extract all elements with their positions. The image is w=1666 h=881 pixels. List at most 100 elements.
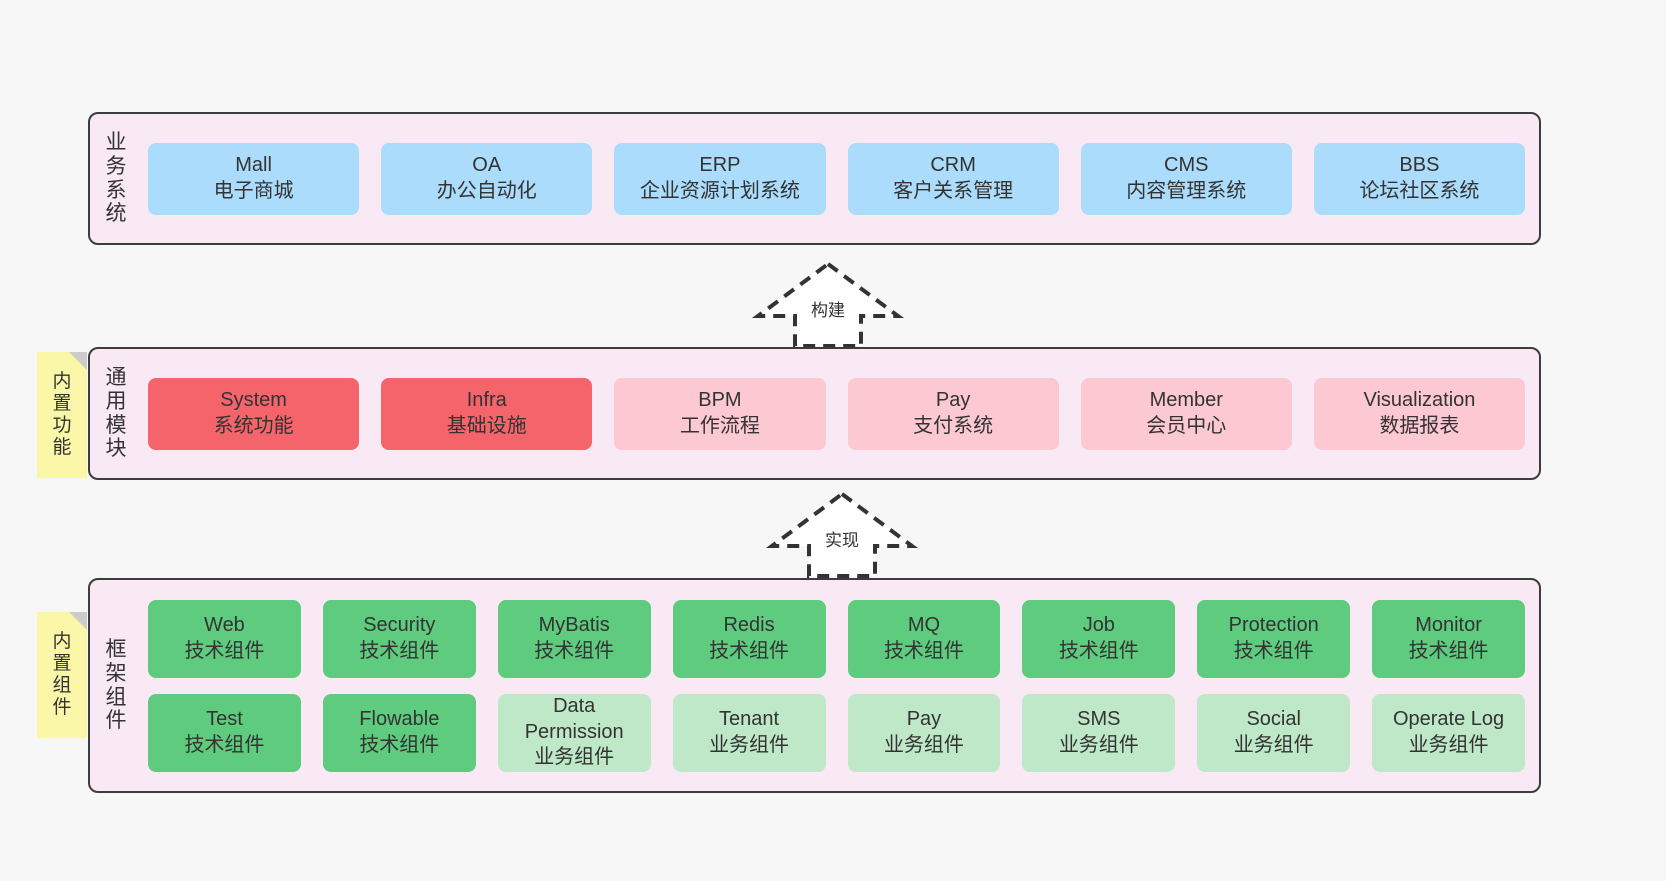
card-oa[interactable]: OA 办公自动化 (381, 142, 593, 215)
card-mq[interactable]: MQ 技术组件 (847, 599, 1001, 678)
card-desc: 数据报表 (1379, 414, 1460, 437)
card-mall[interactable]: Mall 电子商城 (148, 142, 360, 215)
card-name: Social (1246, 707, 1301, 730)
business-card-row: Mall 电子商城 OA 办公自动化 ERP 企业资源计划系统 CRM 客户关系… (148, 142, 1526, 215)
card-name: Pay (935, 388, 971, 411)
card-desc: 客户关系管理 (893, 179, 1014, 202)
common-card-row: System 系统功能 Infra 基础设施 BPM 工作流程 Pay 支付系统… (148, 377, 1526, 450)
note-char: 组 (52, 675, 72, 696)
card-name: CMS (1164, 153, 1209, 176)
note-builtin-features: 内 置 功 能 (37, 352, 87, 478)
card-name: Pay (906, 707, 942, 730)
card-tenant[interactable]: Tenant 业务组件 (672, 693, 826, 772)
framework-biz-row: Test 技术组件 Flowable 技术组件 Data Permission … (148, 693, 1525, 772)
layer-framework-body: Web 技术组件 Security 技术组件 MyBatis 技术组件 Redi… (142, 580, 1539, 791)
card-desc: 业务组件 (1233, 733, 1314, 756)
layer-title-char: 业 (105, 131, 127, 155)
layer-title-char: 组 (105, 685, 127, 709)
card-desc: 会员中心 (1146, 414, 1227, 437)
card-name: Operate Log (1392, 707, 1505, 730)
card-desc: 技术组件 (883, 639, 964, 662)
note-fold-corner-icon (69, 352, 87, 370)
card-visualization[interactable]: Visualization 数据报表 (1313, 377, 1526, 450)
card-name: Data Permission (524, 695, 624, 743)
card-pay-module[interactable]: Pay 支付系统 (847, 377, 1059, 450)
card-data-permission[interactable]: Data Permission 业务组件 (497, 693, 651, 772)
card-name: Web (204, 613, 245, 636)
card-job[interactable]: Job 技术组件 (1022, 599, 1176, 678)
note-char: 功 (52, 415, 72, 436)
card-operate-log[interactable]: Operate Log 业务组件 (1372, 693, 1525, 772)
card-name: Security (363, 613, 436, 636)
card-security[interactable]: Security 技术组件 (322, 599, 476, 678)
card-name: SMS (1077, 707, 1121, 730)
card-desc: 技术组件 (709, 639, 790, 662)
layer-title-char: 务 (105, 154, 127, 178)
card-redis[interactable]: Redis 技术组件 (672, 599, 826, 678)
card-desc: 电子商城 (213, 179, 294, 202)
card-name: OA (472, 153, 502, 176)
layer-common-modules: 通 用 模 块 System 系统功能 Infra 基础设施 BPM 工作流程 (88, 347, 1541, 480)
card-mybatis[interactable]: MyBatis 技术组件 (497, 599, 651, 678)
note-char: 件 (52, 696, 72, 718)
card-protection[interactable]: Protection 技术组件 (1197, 599, 1351, 678)
card-desc: 业务组件 (883, 733, 964, 756)
card-desc: 业务组件 (534, 746, 615, 769)
card-cms[interactable]: CMS 内容管理系统 (1080, 142, 1292, 215)
card-desc: 办公自动化 (436, 179, 537, 202)
note-char: 置 (52, 393, 72, 415)
card-desc: 技术组件 (359, 639, 440, 662)
layer-framework-components: 框 架 组 件 Web 技术组件 Security 技术组件 MyBatis 技… (88, 578, 1541, 793)
note-char: 内 (52, 631, 72, 653)
layer-title-char: 通 (105, 366, 127, 390)
card-name: Visualization (1363, 388, 1476, 411)
card-name: BPM (698, 388, 742, 411)
card-desc: 企业资源计划系统 (639, 179, 800, 202)
note-char: 置 (52, 653, 72, 675)
layer-title-char: 架 (105, 661, 127, 685)
card-social[interactable]: Social 业务组件 (1197, 693, 1351, 772)
card-desc: 技术组件 (534, 639, 615, 662)
layer-title-char: 统 (105, 202, 127, 226)
connector-build: 构建 (748, 258, 908, 350)
card-name: Monitor (1415, 613, 1482, 636)
card-monitor[interactable]: Monitor 技术组件 (1372, 599, 1525, 678)
layer-business-title: 业 务 系 统 (90, 114, 142, 243)
card-name: BBS (1399, 153, 1440, 176)
layer-business-body: Mall 电子商城 OA 办公自动化 ERP 企业资源计划系统 CRM 客户关系… (142, 114, 1539, 243)
note-fold-corner-icon (69, 612, 87, 630)
card-name: CRM (930, 153, 976, 176)
card-flowable[interactable]: Flowable 技术组件 (322, 693, 476, 772)
card-desc: 技术组件 (1408, 639, 1489, 662)
card-web[interactable]: Web 技术组件 (148, 599, 301, 678)
framework-tech-row: Web 技术组件 Security 技术组件 MyBatis 技术组件 Redi… (148, 599, 1525, 678)
layer-title-char: 块 (105, 437, 127, 461)
card-desc: 支付系统 (913, 414, 994, 437)
card-desc: 工作流程 (679, 414, 760, 437)
layer-title-char: 模 (105, 413, 127, 437)
card-desc: 技术组件 (1058, 639, 1139, 662)
card-infra[interactable]: Infra 基础设施 (381, 377, 593, 450)
layer-title-char: 用 (105, 389, 127, 413)
layer-framework-title: 框 架 组 件 (90, 580, 142, 791)
connector-realize: 实现 (762, 488, 922, 580)
card-name: MyBatis (538, 613, 610, 636)
card-pay-component[interactable]: Pay 业务组件 (847, 693, 1001, 772)
card-sms[interactable]: SMS 业务组件 (1022, 693, 1176, 772)
card-desc: 业务组件 (709, 733, 790, 756)
card-bpm[interactable]: BPM 工作流程 (614, 377, 826, 450)
layer-common-body: System 系统功能 Infra 基础设施 BPM 工作流程 Pay 支付系统… (142, 349, 1539, 478)
card-system[interactable]: System 系统功能 (148, 377, 360, 450)
card-bbs[interactable]: BBS 论坛社区系统 (1313, 142, 1526, 215)
card-member[interactable]: Member 会员中心 (1080, 377, 1292, 450)
card-crm[interactable]: CRM 客户关系管理 (847, 142, 1059, 215)
note-builtin-components: 内 置 组 件 (37, 612, 87, 738)
card-desc: 技术组件 (184, 733, 265, 756)
card-test[interactable]: Test 技术组件 (148, 693, 301, 772)
layer-title-char: 件 (105, 709, 127, 733)
card-erp[interactable]: ERP 企业资源计划系统 (614, 142, 826, 215)
card-desc: 业务组件 (1058, 733, 1139, 756)
card-name: System (220, 388, 287, 411)
card-desc: 技术组件 (359, 733, 440, 756)
layer-title-char: 系 (105, 178, 127, 202)
